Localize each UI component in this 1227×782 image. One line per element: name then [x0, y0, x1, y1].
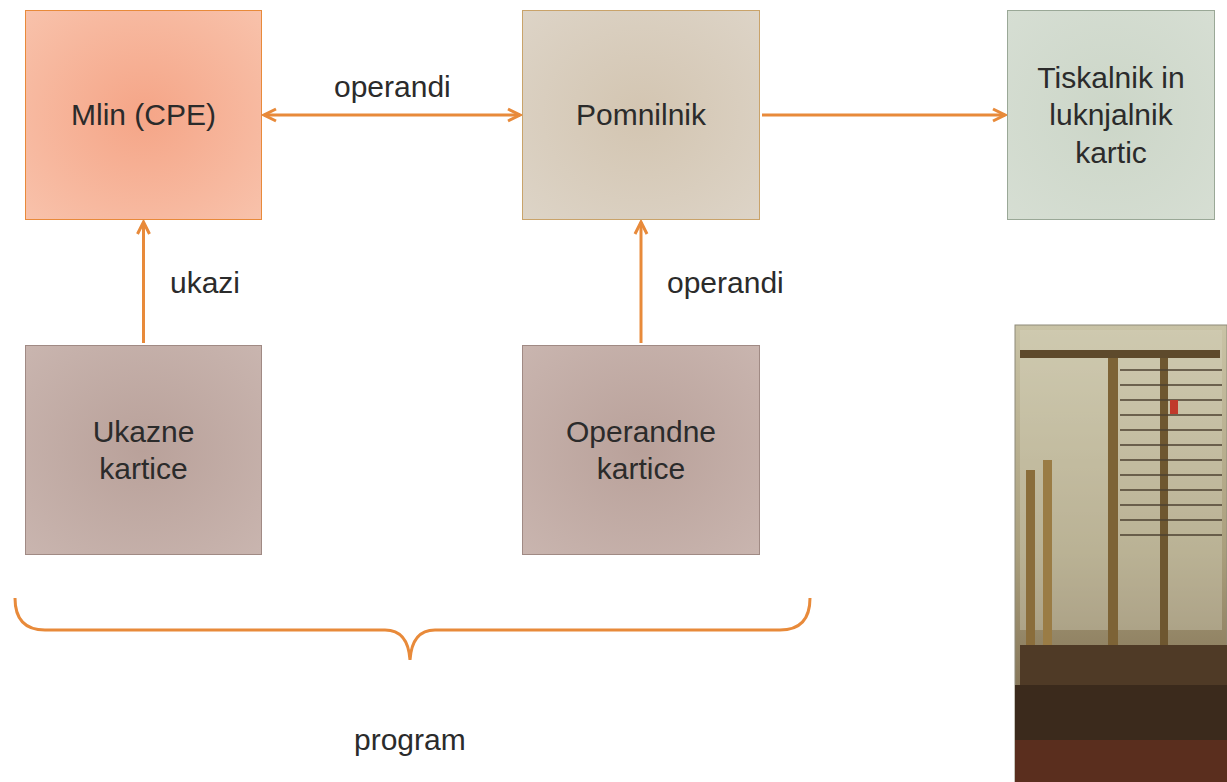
connector-arrow — [640, 222, 643, 343]
box-text: Tiskalnik in luknjalnik kartic — [1021, 59, 1201, 172]
brass-column — [1043, 460, 1052, 650]
memory-box: Pomnilnik — [522, 10, 760, 220]
engine-photo — [1015, 325, 1227, 782]
red-marker — [1170, 400, 1178, 414]
brass-column — [1160, 350, 1168, 650]
box-text: Operandne kartice — [556, 413, 726, 488]
box-text: Mlin (CPE) — [71, 96, 216, 134]
instruction-cards-box: Ukazne kartice — [25, 345, 262, 555]
top-frame — [1020, 350, 1220, 358]
edge-label: operandi — [663, 265, 788, 301]
box-text: Ukazne kartice — [59, 413, 229, 488]
connector-arrow — [142, 222, 145, 343]
plinth — [1015, 685, 1227, 782]
edge-label: operandi — [330, 69, 455, 105]
gear-rods — [1120, 370, 1222, 535]
machine-base — [1020, 645, 1227, 685]
operand-cards-box: Operandne kartice — [522, 345, 760, 555]
box-text: Pomnilnik — [576, 96, 706, 134]
connector-arrow — [762, 114, 1005, 117]
program-label: program — [350, 722, 470, 758]
photo-frame — [1015, 325, 1227, 782]
output-box: Tiskalnik in luknjalnik kartic — [1007, 10, 1215, 220]
program-brace — [15, 598, 810, 660]
connector-arrow — [264, 114, 520, 117]
edge-label: ukazi — [166, 265, 244, 301]
brass-column — [1108, 350, 1118, 650]
plinth-shadow — [1015, 740, 1227, 782]
photo-ground — [1015, 325, 1227, 782]
brass-column — [1026, 470, 1035, 650]
cpu-box: Mlin (CPE) — [25, 10, 262, 220]
